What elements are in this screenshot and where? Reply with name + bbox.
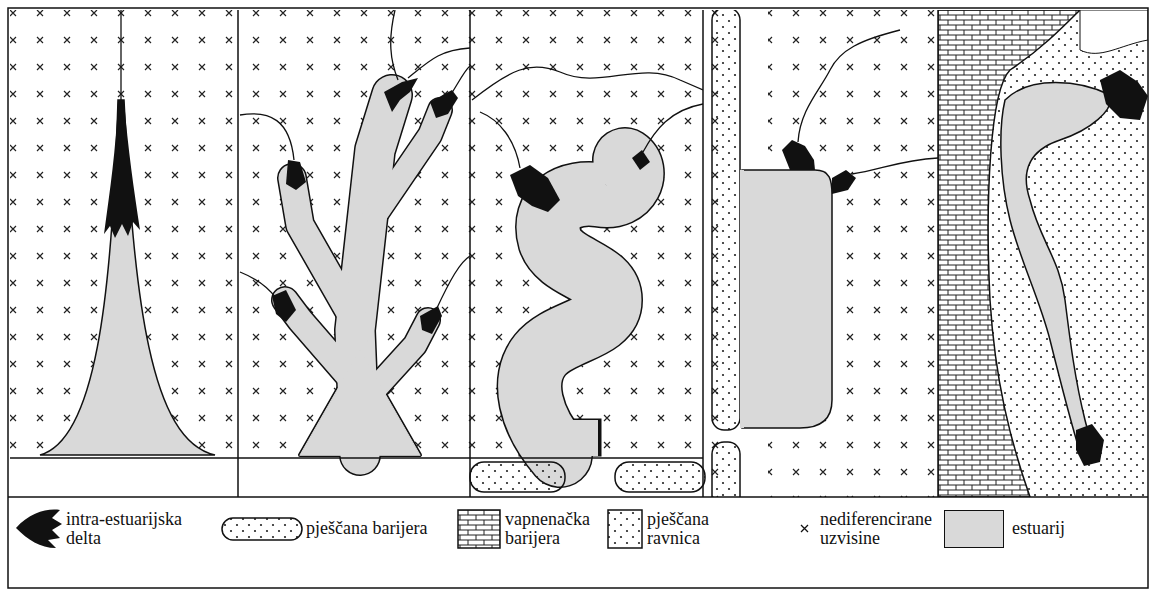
- limestone-barrier-sample: [458, 510, 500, 548]
- legend-label: vapnenačka barijera: [505, 510, 605, 548]
- sand-barrier-sample: [222, 518, 302, 540]
- highland-sample: [801, 525, 808, 532]
- legend-swatch: [944, 510, 1004, 548]
- sand-plain-sample: [608, 510, 642, 548]
- legend-label: intra-estuarijska delta: [66, 510, 216, 548]
- delta-sample: [16, 510, 62, 548]
- legend-label: nediferencirane uzvisine: [820, 510, 940, 548]
- legend-label: pješčana ravnica: [647, 510, 737, 548]
- legend-label: pješčana barijera: [306, 519, 456, 538]
- legend-label: estuarij: [1012, 519, 1132, 538]
